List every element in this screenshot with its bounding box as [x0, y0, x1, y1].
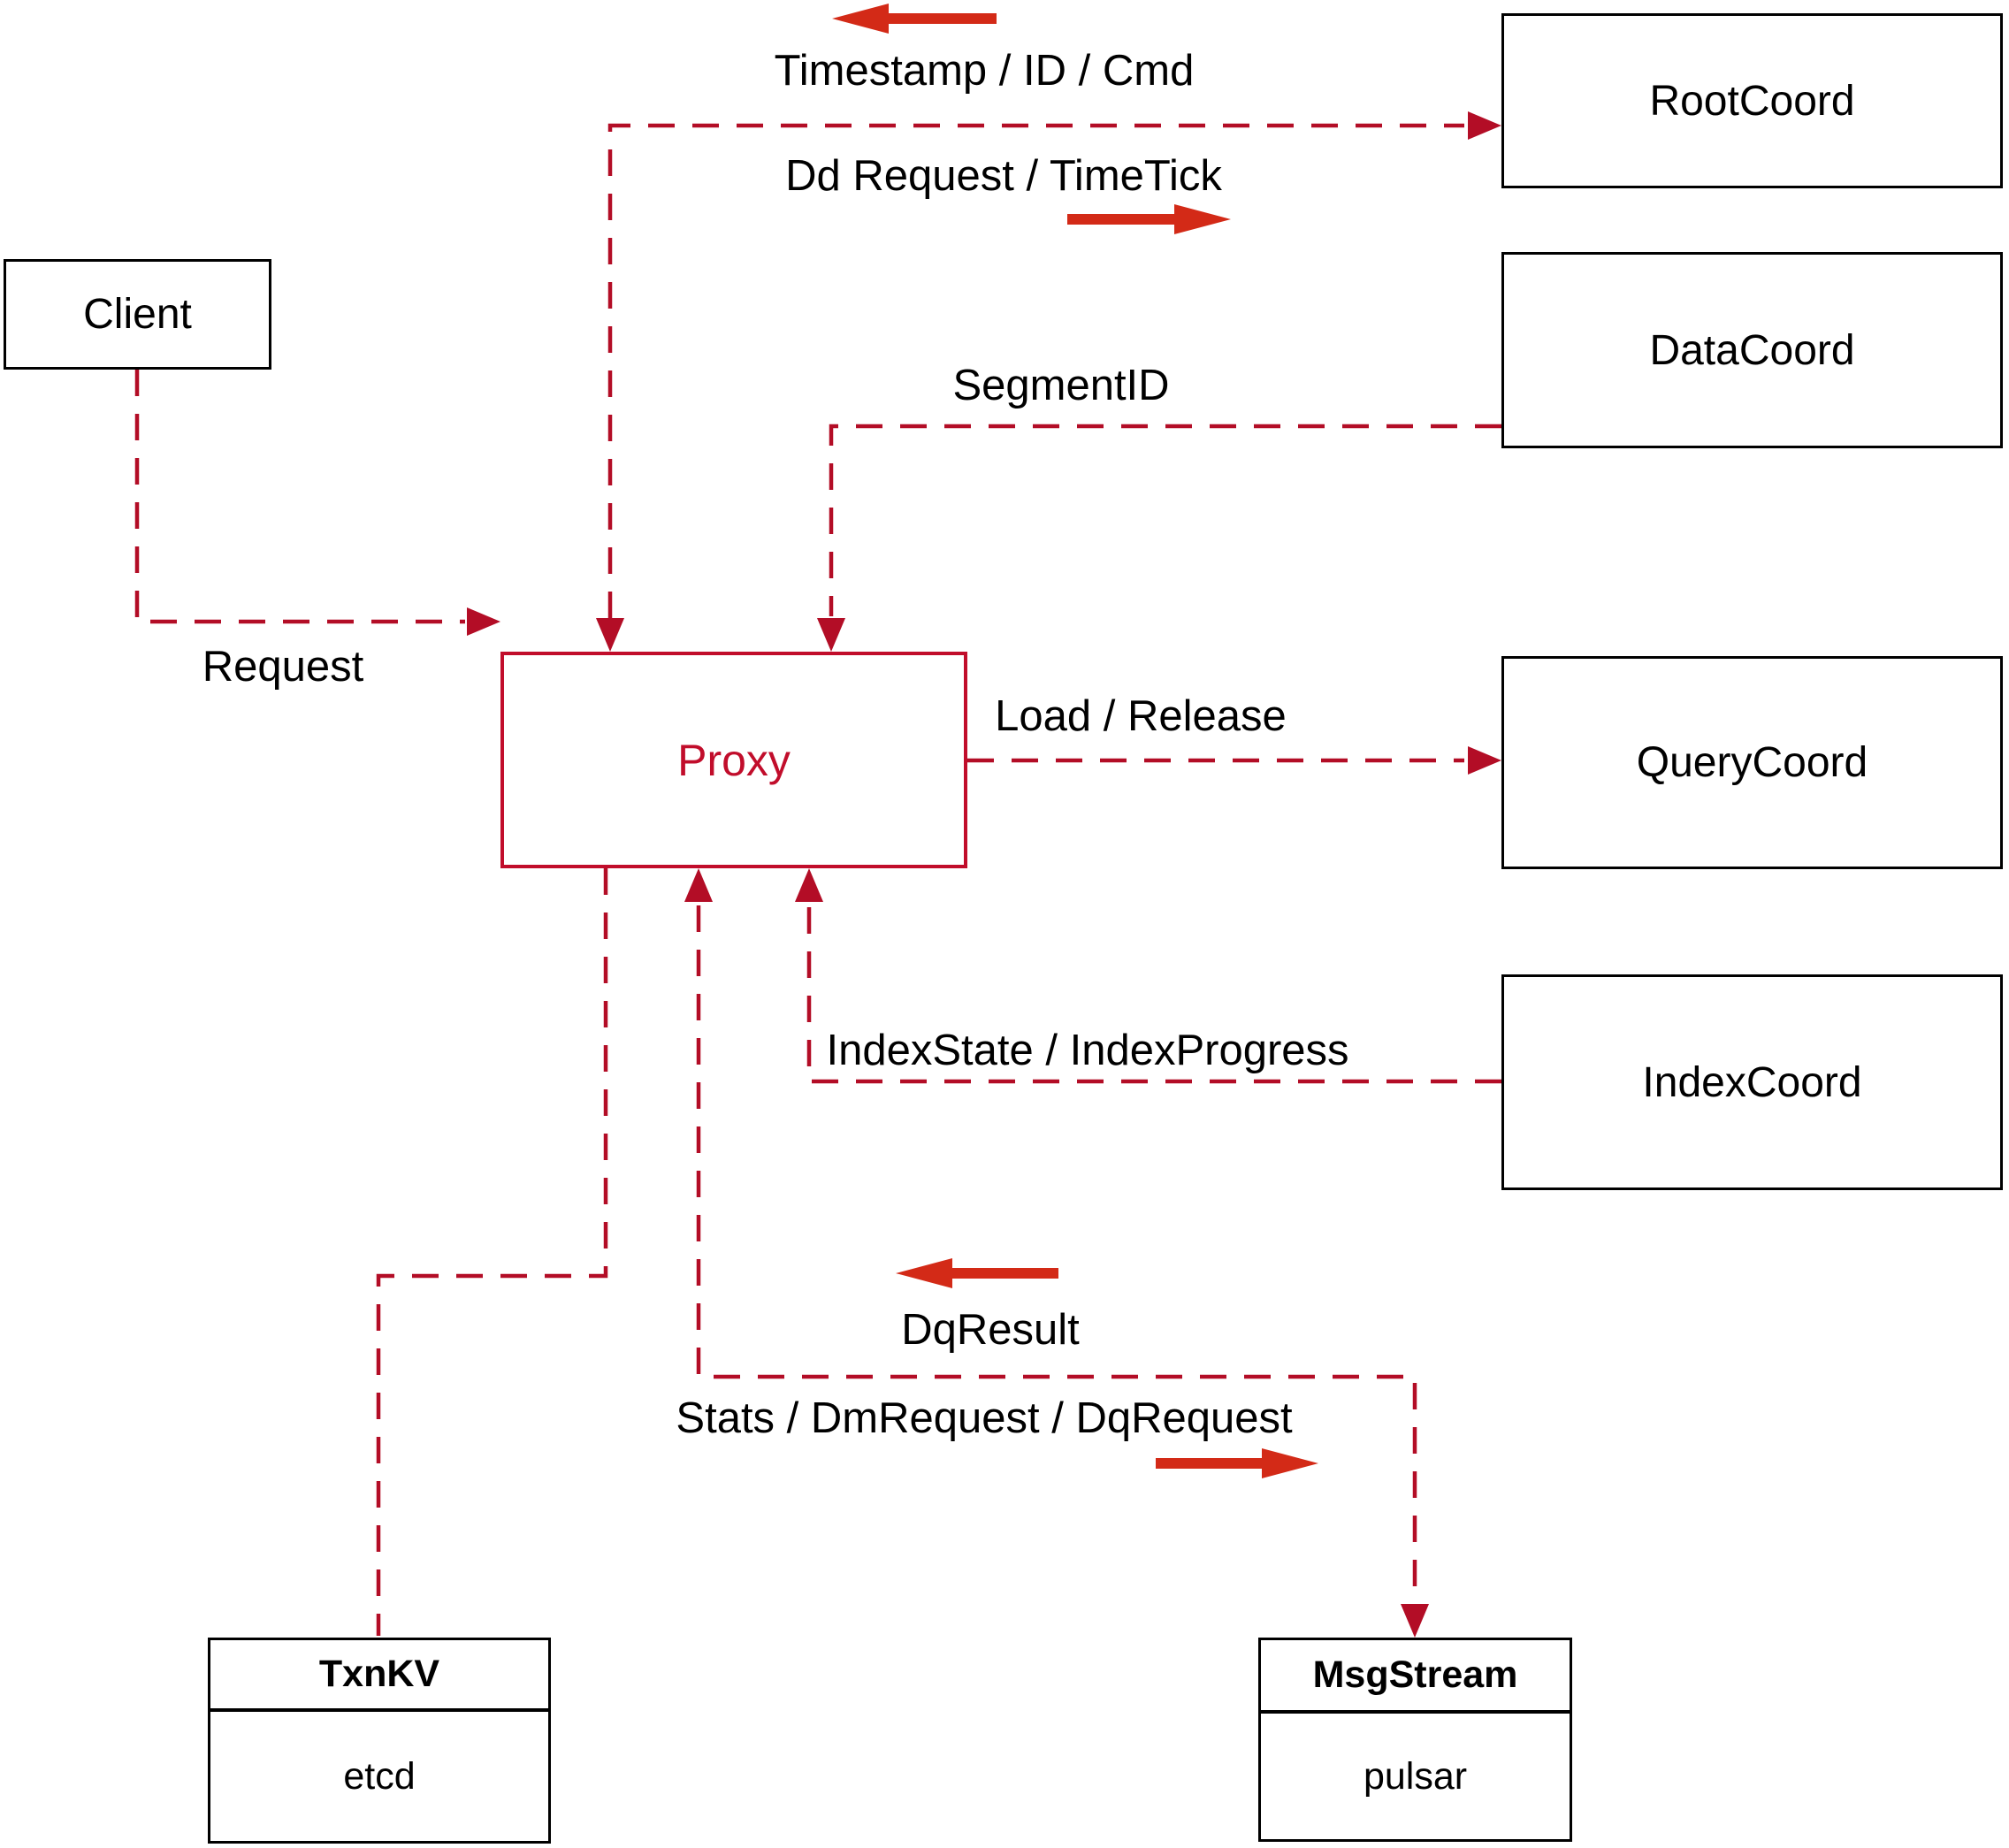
edge-client-proxy [134, 370, 465, 624]
arrowhead-into-rootcoord-icon [1468, 111, 1501, 140]
edge-proxy-rootcoord [607, 123, 1464, 618]
edge-proxy-txnkv [376, 868, 608, 1636]
node-proxy: Proxy [500, 652, 967, 868]
edge-datacoord-proxy [829, 424, 1501, 616]
edge-label-indexstate-indexprogress: IndexState / IndexProgress [826, 1027, 1349, 1074]
node-indexcoord: IndexCoord [1501, 974, 2003, 1190]
edge-indexcoord-proxy [806, 905, 1501, 1084]
edge-label-request: Request [202, 643, 364, 691]
node-rootcoord-label: RootCoord [1649, 77, 1855, 125]
node-proxy-label: Proxy [677, 735, 791, 785]
node-msgstream-header: MsgStream [1261, 1640, 1570, 1714]
node-rootcoord: RootCoord [1501, 13, 2003, 188]
arrowhead-into-proxy-top-right-icon [817, 618, 845, 652]
arrowhead-into-proxy-left-icon [467, 607, 500, 636]
node-txnkv-impl: etcd [343, 1754, 416, 1798]
node-txnkv-title: TxnKV [318, 1653, 440, 1695]
edge-label-timestamp-id-cmd: Timestamp / ID / Cmd [774, 47, 1195, 95]
right-direction-arrow-stats-icon [1156, 1448, 1318, 1478]
node-querycoord: QueryCoord [1501, 656, 2003, 869]
node-datacoord: DataCoord [1501, 252, 2003, 448]
arrowhead-into-msgstream-icon [1401, 1604, 1429, 1638]
node-msgstream-title: MsgStream [1312, 1653, 1518, 1696]
node-txnkv-body: etcd [210, 1712, 548, 1841]
left-direction-arrow-dqresult-icon [896, 1258, 1058, 1288]
edge-label-stats-dmrequest-dqrequest: Stats / DmRequest / DqRequest [676, 1394, 1293, 1442]
edge-proxy-msgstream [696, 905, 1417, 1600]
edge-label-dd-request-timetick: Dd Request / TimeTick [785, 152, 1222, 200]
arrowhead-into-proxy-top-left-icon [596, 618, 624, 652]
node-querycoord-label: QueryCoord [1636, 739, 1868, 786]
edge-label-segmentid: SegmentID [952, 362, 1170, 409]
node-txnkv: TxnKV etcd [208, 1638, 551, 1844]
node-msgstream: MsgStream pulsar [1258, 1638, 1572, 1842]
edge-label-load-release: Load / Release [995, 692, 1287, 740]
node-datacoord-label: DataCoord [1649, 326, 1855, 374]
arrowhead-into-proxy-bottom-middle-icon [684, 868, 713, 902]
arrowhead-into-querycoord-icon [1468, 746, 1501, 775]
left-direction-arrow-timestamp-icon [832, 4, 997, 34]
node-client: Client [4, 259, 271, 370]
edge-label-dqresult: DqResult [901, 1306, 1080, 1354]
node-txnkv-header: TxnKV [210, 1640, 548, 1712]
node-indexcoord-label: IndexCoord [1642, 1058, 1862, 1106]
node-client-label: Client [83, 291, 192, 338]
arrowhead-into-proxy-bottom-right-icon [795, 868, 823, 902]
right-direction-arrow-ddrequest-icon [1067, 204, 1231, 234]
node-msgstream-body: pulsar [1261, 1714, 1570, 1839]
node-msgstream-impl: pulsar [1363, 1754, 1468, 1798]
